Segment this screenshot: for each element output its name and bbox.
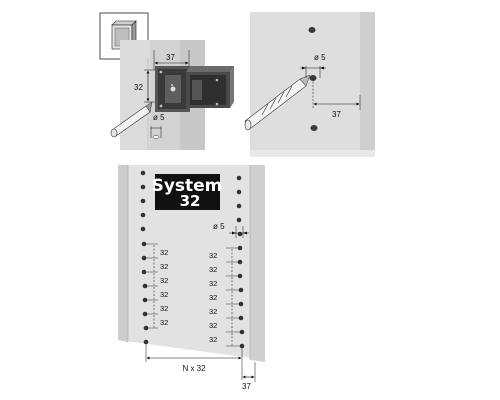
bottom-dimensions: N x 32 37 [145,344,256,391]
drill-bit-large [244,74,311,131]
right-pitch-label: 32 [209,279,217,288]
system-32-logo: System 32 [152,174,223,210]
total-dimension-label: N x 32 [182,364,206,373]
offset-dimension-label: 37 [242,382,251,391]
dimension-offset-label-detail: 37 [332,110,341,119]
mounting-plate [155,66,234,112]
left-pitch-label: 32 [160,318,168,327]
logo-line2: 32 [180,192,201,210]
hole-diameter-label-detail: ø 5 [314,53,326,62]
left-pitch-label: 32 [160,304,168,313]
right-pitch-label: 32 [209,321,217,330]
right-pitch-label: 32 [209,293,217,302]
hinge-plate-panel: 37 32 ø [99,12,234,150]
drilling-detail-panel: ø 5 37 [244,12,375,157]
dimension-height-label: 32 [134,83,143,92]
dimension-width-label: 37 [166,53,175,62]
logo-line1: System [152,176,223,196]
left-pitch-label: 32 [160,262,168,271]
system-32-panel: System 32 [118,165,265,391]
right-pitch-label: 32 [209,335,217,344]
left-pitch-dimensions: 32 32 32 32 32 32 [144,243,168,329]
left-pitch-label: 32 [160,290,168,299]
hole-diameter-label-bottom: ø 5 [213,222,225,231]
right-pitch-label: 32 [209,251,217,260]
left-pitch-label: 32 [160,248,168,257]
left-pitch-label: 32 [160,276,168,285]
right-pitch-label: 32 [209,265,217,274]
right-pitch-label: 32 [209,307,217,316]
hole-diameter-label: ø 5 [153,113,165,122]
drill-bit-small [110,101,153,138]
right-pitch-dimensions: 32 32 32 32 32 32 32 [209,247,242,347]
